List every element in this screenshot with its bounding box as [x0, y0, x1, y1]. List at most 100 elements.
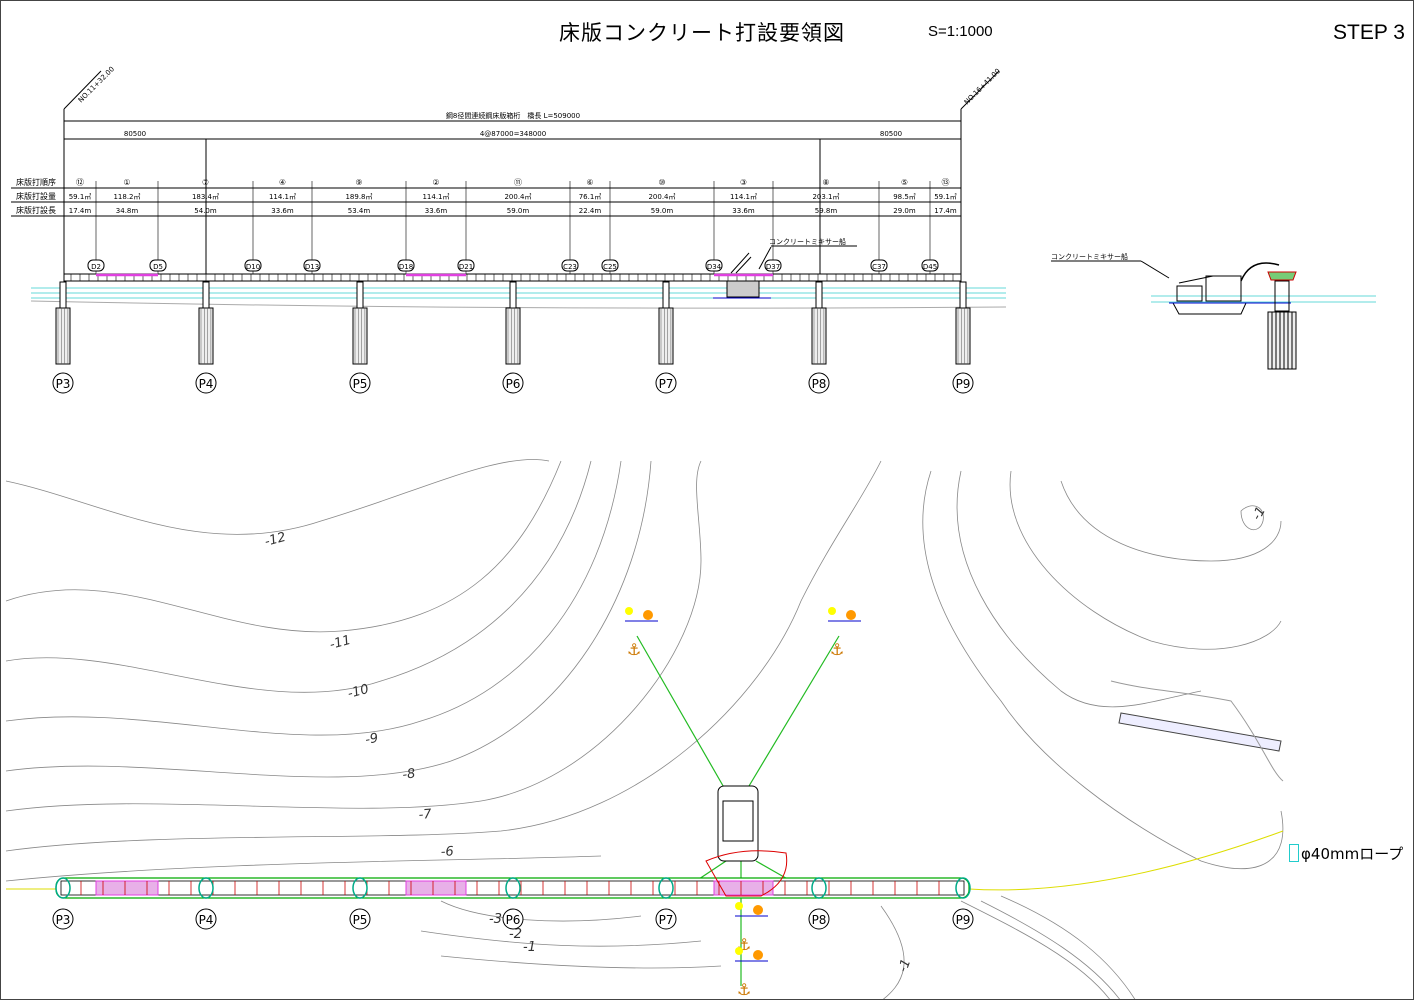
scale-label: S=1:1000 [928, 23, 993, 40]
segment-volume: 98.5㎥ [893, 192, 916, 201]
shore-structure [1110, 680, 1284, 782]
joint-tag [921, 259, 939, 272]
segment-length: 54.0m [194, 207, 217, 215]
segment-length: 22.4m [579, 207, 602, 215]
anchor-group: ⚓ [828, 607, 861, 659]
segment-length: 33.6m [732, 207, 755, 215]
segment-length: 34.8m [116, 207, 139, 215]
joint-tag [705, 259, 723, 272]
joint-tag [561, 259, 579, 272]
pier-label: P5 [353, 913, 368, 927]
anchor-icon: ⚓ [830, 640, 844, 659]
contour-label: -12 [263, 530, 287, 550]
joint-label: D5 [153, 263, 163, 271]
joint-tag [764, 259, 782, 272]
pier-foundation [658, 307, 674, 365]
station-end: NO.16+41.00 [963, 67, 1002, 106]
segment-order: ⑫ [76, 178, 84, 187]
anchor-group: ⚓ [735, 902, 768, 954]
pier-foundation [811, 307, 827, 365]
pier-foundation [55, 307, 71, 365]
anchor-icon: ⚓ [737, 980, 751, 999]
segment-order: ⑩ [658, 178, 665, 187]
pier-column [202, 281, 210, 309]
segment-table: ⑫59.1㎥17.4m①118.2㎥34.8m⑦183.4㎥54.0m④114.… [63, 178, 957, 218]
pier-label: P8 [812, 913, 827, 927]
pier-label: P6 [506, 377, 521, 391]
joint-label: D37 [766, 263, 780, 271]
segment-order: ⑤ [901, 178, 908, 187]
pier-column [815, 281, 823, 309]
buoy-icon [846, 610, 856, 620]
contour-labels: -12-11-10-9-8-7-6-4-3-2-1-1-1 [263, 504, 1269, 974]
buoy-icon [643, 610, 653, 620]
segment-volume: 189.8㎥ [345, 192, 372, 201]
pier-plan-mark [352, 877, 368, 899]
pier-column [356, 281, 364, 309]
pier-plan-mark [55, 877, 71, 899]
dimension-lines [11, 70, 1000, 281]
pier-label: P9 [956, 377, 971, 391]
pier-label: P4 [199, 377, 214, 391]
contour-label: -1 [1249, 504, 1268, 523]
joint-label: D21 [459, 263, 473, 271]
contour-label: -3 [489, 912, 502, 927]
mixer-vessel-elevation [713, 252, 771, 299]
water-level-lines [31, 287, 1376, 303]
contour-label: -9 [364, 731, 379, 748]
joint-tag [457, 259, 475, 272]
joint-tag [87, 259, 105, 272]
segment-order: ③ [740, 178, 747, 187]
row-label-length: 床版打設長 [16, 205, 56, 215]
overall-dimension: 鋼8径間連続鋼床版箱桁 橋長 L=509000 [446, 111, 580, 120]
contour-label: -11 [328, 633, 352, 653]
pier-tag [952, 908, 974, 930]
pier-tag [655, 372, 677, 394]
pier-label: P3 [56, 913, 71, 927]
light-icon [735, 947, 743, 955]
mixer-vessel-section [1169, 262, 1291, 315]
bridge-plan [55, 877, 970, 899]
mixer-leader-line [1140, 260, 1170, 279]
segment-volume: 118.2㎥ [113, 192, 140, 201]
pier-plan-mark [505, 877, 521, 899]
segment-volume: 114.1㎥ [730, 192, 757, 201]
pour-area-plan [405, 880, 467, 896]
span-left-dim: 80500 [124, 130, 146, 138]
pier-section [1267, 271, 1297, 370]
segment-length: 29.0m [893, 207, 916, 215]
pier-label: P3 [56, 377, 71, 391]
pier-plan-mark [658, 877, 674, 899]
buoy-icon [753, 950, 763, 960]
joint-label: D13 [305, 263, 319, 271]
bridge-girder [63, 273, 962, 282]
pier-tag [52, 908, 74, 930]
pier-tag [349, 908, 371, 930]
anchor-group: ⚓ [735, 947, 768, 999]
joint-label: C25 [603, 263, 617, 271]
contour-label: -7 [418, 807, 433, 823]
segment-length: 17.4m [934, 207, 957, 215]
pier-tag [808, 372, 830, 394]
mixer-label-elevation: コンクリートミキサー船 [769, 237, 846, 246]
contour-label: -10 [346, 682, 370, 702]
mooring-rope [6, 830, 1284, 891]
pier-plan-mark [198, 877, 214, 899]
joint-tag [149, 259, 167, 272]
anchors: ⚓⚓⚓⚓ [625, 607, 861, 999]
segment-volume: 114.1㎥ [269, 192, 296, 201]
mixer-leader-line [758, 246, 772, 270]
joint-label: D18 [399, 263, 413, 271]
segment-volume: 203.1㎥ [812, 192, 839, 201]
span-middle-dim: 4@87000=348000 [480, 130, 546, 138]
segment-order: ② [432, 178, 439, 187]
pier-label: P7 [659, 377, 674, 391]
segment-order: ⑥ [586, 178, 593, 187]
mixer-vessel-plan [705, 785, 788, 897]
drawing-title: 床版コンクリート打設要領図 [559, 21, 845, 45]
rope-legend-label: φ40mmロープ [1301, 845, 1404, 863]
pour-area-plan [95, 880, 159, 896]
segment-order: ④ [279, 178, 286, 187]
